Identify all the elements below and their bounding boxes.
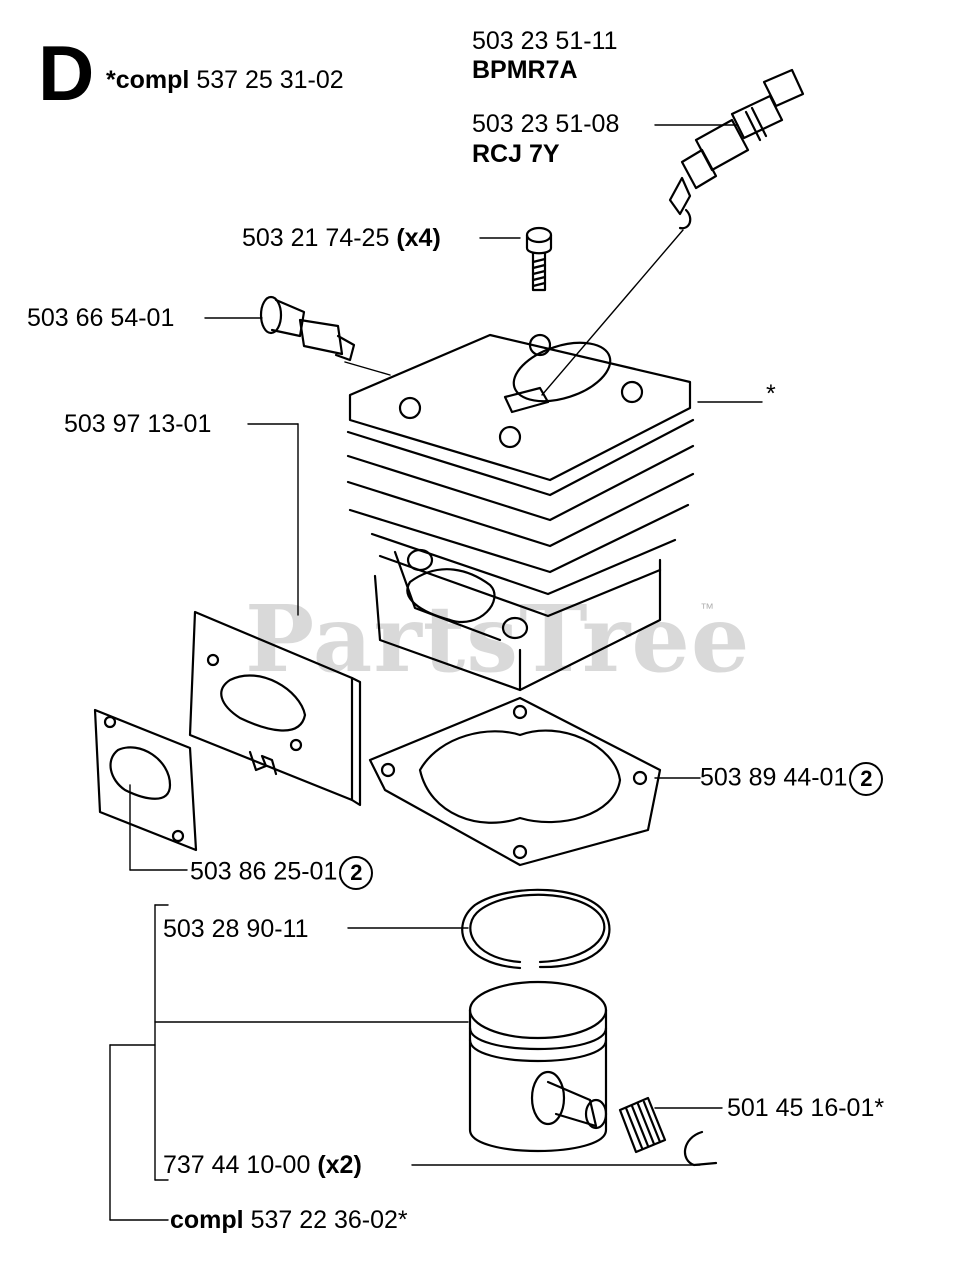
piston-kit-prefix: compl xyxy=(170,1206,244,1234)
valve-icon xyxy=(259,295,356,362)
cylinder-gasket-icon xyxy=(368,696,662,867)
muffler-gasket-number: 503 86 25-01 xyxy=(190,857,338,886)
piston-ring-icon xyxy=(461,888,611,970)
screw-number: 503 21 74-25 xyxy=(242,224,390,252)
assembly-number: 537 25 31-02 xyxy=(196,66,344,94)
section-letter: D xyxy=(38,29,95,117)
spark-plug-1-model: BPMR7A xyxy=(472,56,578,84)
watermark: PartsTree xyxy=(245,585,751,693)
piston-kit-number: 537 22 36-02* xyxy=(250,1206,408,1234)
watermark-tm: ™ xyxy=(700,600,714,616)
muffler-gasket-qty-badge: 2 xyxy=(339,856,374,890)
cylinder-gasket-number: 503 89 44-01 xyxy=(700,763,848,792)
assembly-prefix: *compl xyxy=(106,66,190,94)
spark-plug-1-number[interactable]: 503 23 51-11 xyxy=(472,27,618,55)
piston-kit-callout[interactable]: compl 537 22 36-02* xyxy=(170,1206,408,1234)
bearing-icon xyxy=(618,1096,667,1154)
screw-qty: (x4) xyxy=(396,224,441,252)
cylinder-icon xyxy=(346,333,695,692)
cylinder-star[interactable]: * xyxy=(766,380,776,408)
valve-number[interactable]: 503 66 54-01 xyxy=(27,304,175,332)
plate-icon xyxy=(188,610,362,807)
circlip-icon xyxy=(684,1130,718,1167)
cylinder-gasket-qty-badge: 2 xyxy=(849,762,884,796)
piston-icon xyxy=(468,980,608,1153)
screw-icon xyxy=(525,226,553,292)
circlip-callout[interactable]: 737 44 10-00 (x2) xyxy=(163,1151,362,1179)
spark-plug-2-model: RCJ 7Y xyxy=(472,140,560,168)
circlip-qty: (x2) xyxy=(317,1151,362,1179)
muffler-gasket-icon xyxy=(93,708,198,852)
circlip-number: 737 44 10-00 xyxy=(163,1151,311,1179)
leader-lines xyxy=(109,124,763,1221)
bearing-number[interactable]: 501 45 16-01* xyxy=(727,1094,885,1122)
assembly-label: *compl 537 25 31-02 xyxy=(106,66,344,94)
spark-plug-icon xyxy=(668,68,805,230)
screw-callout[interactable]: 503 21 74-25 (x4) xyxy=(242,224,441,252)
plate-number[interactable]: 503 97 13-01 xyxy=(64,410,212,438)
ring-number[interactable]: 503 28 90-11 xyxy=(163,915,309,943)
spark-plug-2-number[interactable]: 503 23 51-08 xyxy=(472,110,620,138)
